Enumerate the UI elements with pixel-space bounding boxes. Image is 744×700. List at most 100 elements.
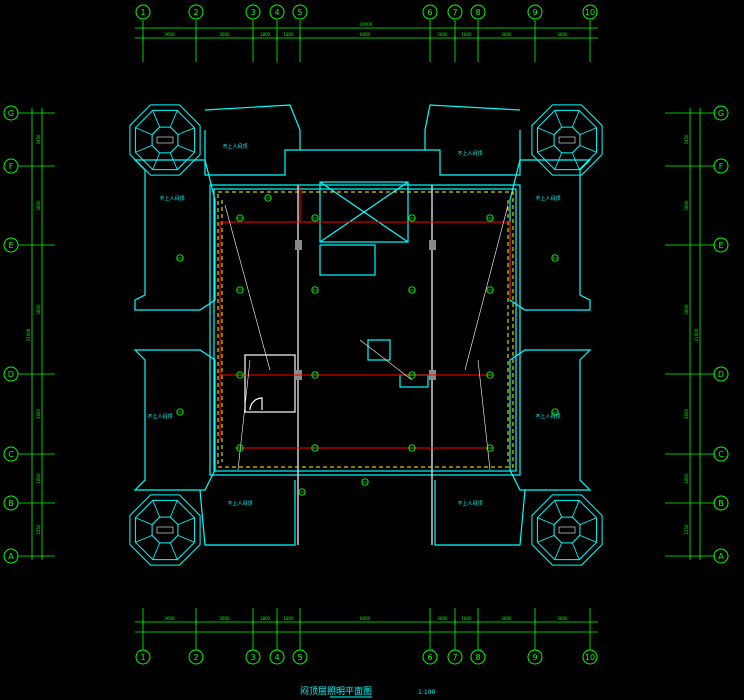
dimension-value: 1800 (283, 616, 294, 621)
light-fixture-icon (236, 444, 244, 452)
light-fixture-icon (361, 478, 369, 486)
wing-top-right (424, 104, 521, 150)
column-axis-bubble (582, 4, 598, 20)
light-fixture-icon (298, 488, 306, 496)
dimension-value: 3600 (501, 616, 512, 621)
dimension-value: 3600 (219, 616, 230, 621)
lighting-circuit (219, 185, 511, 449)
light-fixture-icon (176, 408, 184, 416)
row-axis-label: C (8, 450, 14, 459)
room-labels: 不上人闷顶不上人闷顶不上人闷顶不上人闷顶不上人闷顶不上人闷顶不上人闷顶不上人闷顶 (147, 143, 560, 507)
row-axis-label: A (718, 552, 724, 561)
stair-void (319, 181, 409, 243)
octagon-turret (129, 494, 201, 566)
row-axis-label: E (8, 241, 13, 250)
light-fixture-icon (551, 254, 559, 262)
core-wall (209, 184, 521, 476)
light-fixture-icon (311, 371, 319, 379)
row-axis-label: D (718, 370, 724, 379)
column-axis-label: 8 (475, 653, 480, 662)
light-fixture-icon (408, 444, 416, 452)
dimension-value: 3600 (36, 200, 41, 211)
column-axis-label: 10 (585, 653, 595, 662)
row-axis-label: D (8, 370, 14, 379)
toilet-room (244, 354, 296, 413)
row-axis-bubble (3, 105, 19, 121)
column-axis-label: 3 (250, 8, 255, 17)
column-axis-bubble (245, 649, 261, 665)
dimension-total: 21000 (26, 328, 31, 341)
room-label: 不上人闷顶 (159, 195, 184, 202)
dimension-value: 6600 (360, 616, 371, 621)
dimension-value: 1800 (461, 616, 472, 621)
light-fixture-icon (408, 214, 416, 222)
light-fixture-icon (236, 371, 244, 379)
column-axis-label: 2 (193, 8, 198, 17)
column-axis-label: 7 (452, 653, 457, 662)
row-axis-label: G (8, 109, 14, 118)
dimension-value: 1800 (283, 32, 294, 37)
row-axis-bubble (713, 158, 729, 174)
dimension-value: 3600 (164, 616, 175, 621)
dimension-value: 6600 (360, 32, 371, 37)
light-fixture-icon (486, 444, 494, 452)
light-fixture-icon (236, 214, 244, 222)
column-axis-label: 4 (274, 653, 279, 662)
light-fixtures (176, 194, 559, 496)
dimension-value: 3600 (684, 408, 689, 419)
column-axis-label: 6 (427, 8, 432, 17)
light-fixture-icon (408, 286, 416, 294)
wing-left-lower (133, 349, 216, 491)
wiring-leaders (224, 204, 509, 471)
dimension-value: 2250 (36, 524, 41, 535)
column-axis-label: 1 (140, 653, 145, 662)
row-axis-label: F (9, 162, 14, 171)
dimension-total: 29400 (360, 22, 373, 27)
light-fixture-icon (264, 194, 272, 202)
dimension-value: 1800 (36, 473, 41, 484)
row-axis-bubble (713, 366, 729, 382)
drawing-title: 闷顶层照明平面图 (300, 685, 372, 697)
row-axis-label: B (8, 499, 14, 508)
column-axis-label: 2 (193, 653, 198, 662)
dimension-value: 1800 (260, 32, 271, 37)
dimension-value: 3600 (36, 304, 41, 315)
room-label: 不上人闷顶 (535, 413, 560, 420)
junction-box (367, 339, 391, 361)
room-label: 不上人闷顶 (457, 500, 482, 507)
column-axis-bubble (269, 649, 285, 665)
column-axis-label: 8 (475, 8, 480, 17)
row-axis-label: G (718, 109, 724, 118)
wing-right-lower (509, 349, 592, 491)
column-axis-bubble (188, 649, 204, 665)
column-axis-bubble (447, 649, 463, 665)
dimension-value: 1800 (684, 473, 689, 484)
dimension-total: 21000 (694, 328, 699, 341)
drawing-scale: 1:100 (418, 689, 435, 696)
column-axis-label: 9 (532, 8, 537, 17)
dimension-value: 1800 (260, 616, 271, 621)
column-axis-bubble (527, 4, 543, 20)
light-fixture-icon (486, 371, 494, 379)
wing-left-upper (133, 159, 216, 311)
dimension-value: 3600 (219, 32, 230, 37)
light-fixture-icon (551, 408, 559, 416)
dimension-value: 3600 (36, 408, 41, 419)
dimension-value: 3600 (437, 616, 448, 621)
column-axis-bubble (292, 649, 308, 665)
row-axis-label: C (718, 450, 724, 459)
dimension-lines: 3600 3600 1800 1800 6600 3600 1800 3600 3600 2940… (26, 22, 701, 633)
dimension-value: 3450 (684, 134, 689, 145)
column-axis-bubble (135, 649, 151, 665)
row-axis-label: B (718, 499, 724, 508)
column-axis-bubble (135, 4, 151, 20)
column-axis-label: 1 (140, 8, 145, 17)
dimension-value: 3450 (36, 134, 41, 145)
column-axis-label: 10 (585, 8, 595, 17)
row-axis-bubble (713, 495, 729, 511)
row-axis-bubble (713, 237, 729, 253)
column-axis-bubble (188, 4, 204, 20)
room-label: 不上人闷顶 (535, 195, 560, 202)
row-axis-bubble (713, 105, 729, 121)
wing-top-left (204, 104, 301, 150)
